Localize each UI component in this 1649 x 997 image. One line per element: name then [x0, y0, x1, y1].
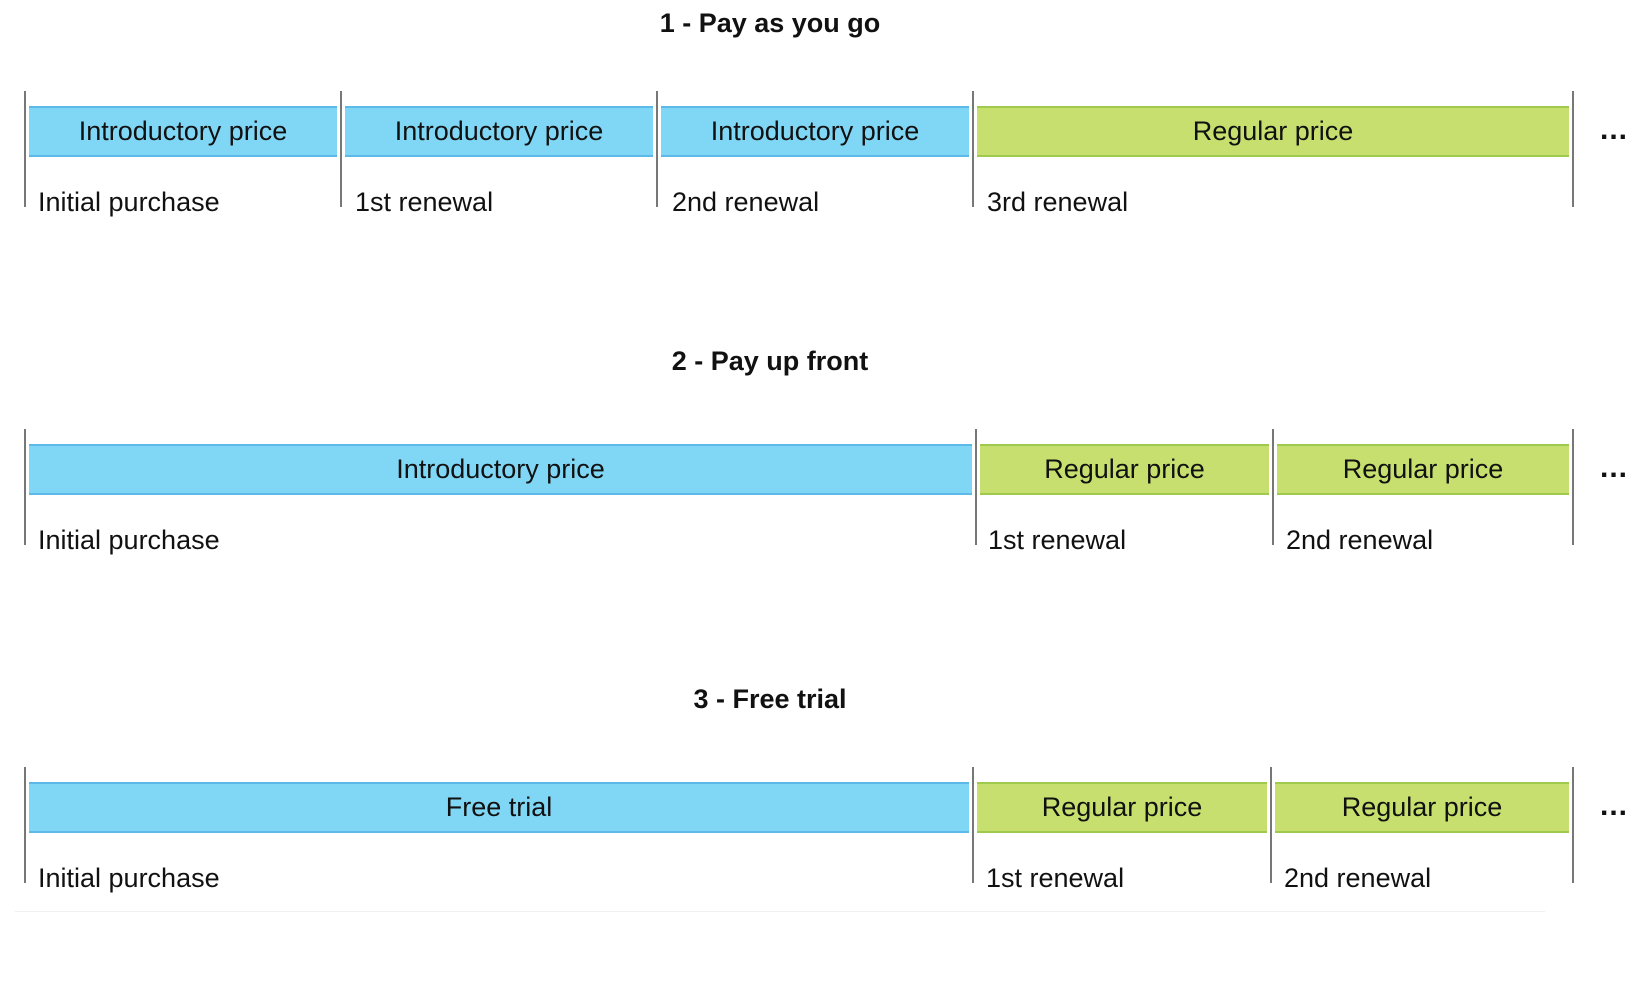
- period-label: 3rd renewal: [987, 187, 1129, 217]
- ellipsis-icon: ...: [1600, 113, 1629, 146]
- period-divider: [24, 429, 26, 545]
- price-bar: Introductory price: [661, 106, 969, 157]
- price-bar: Free trial: [29, 782, 969, 833]
- period-label: Initial purchase: [38, 525, 220, 555]
- diagram-2-timeline: Introductory price Regular price Regular…: [0, 429, 1649, 659]
- period-divider: [972, 91, 974, 207]
- price-bar: Introductory price: [345, 106, 653, 157]
- period-divider: [1572, 91, 1574, 207]
- price-bar: Regular price: [980, 444, 1269, 495]
- period-divider: [340, 91, 342, 207]
- price-bar: Regular price: [977, 106, 1569, 157]
- period-divider: [1572, 767, 1574, 883]
- period-divider: [656, 91, 658, 207]
- price-bar: Regular price: [1277, 444, 1569, 495]
- price-bar: Introductory price: [29, 444, 972, 495]
- period-divider: [24, 91, 26, 207]
- period-divider: [972, 767, 974, 883]
- period-divider: [1572, 429, 1574, 545]
- period-divider: [1270, 767, 1272, 883]
- diagram-2-title: 2 - Pay up front: [671, 346, 869, 376]
- period-label: 1st renewal: [986, 863, 1125, 893]
- price-bar: Regular price: [1275, 782, 1569, 833]
- period-label: Initial purchase: [38, 187, 220, 217]
- diagram-3-timeline: Free trial Regular price Regular price I…: [0, 767, 1649, 997]
- period-label: 2nd renewal: [1284, 863, 1432, 893]
- price-bar: Regular price: [977, 782, 1267, 833]
- period-label: 1st renewal: [988, 525, 1127, 555]
- period-divider: [1272, 429, 1274, 545]
- period-divider: [24, 767, 26, 883]
- period-label: 2nd renewal: [672, 187, 820, 217]
- diagram-1-timeline: Introductory price Introductory price In…: [0, 91, 1649, 321]
- ellipsis-icon: ...: [1600, 451, 1629, 484]
- diagram-1-title: 1 - Pay as you go: [659, 8, 881, 38]
- diagram-3-title: 3 - Free trial: [693, 684, 847, 714]
- price-bar: Introductory price: [29, 106, 337, 157]
- period-label: 2nd renewal: [1286, 525, 1434, 555]
- period-divider: [975, 429, 977, 545]
- period-label: Initial purchase: [38, 863, 220, 893]
- period-label: 1st renewal: [355, 187, 494, 217]
- ellipsis-icon: ...: [1600, 789, 1629, 822]
- bottom-divider: [15, 911, 1545, 912]
